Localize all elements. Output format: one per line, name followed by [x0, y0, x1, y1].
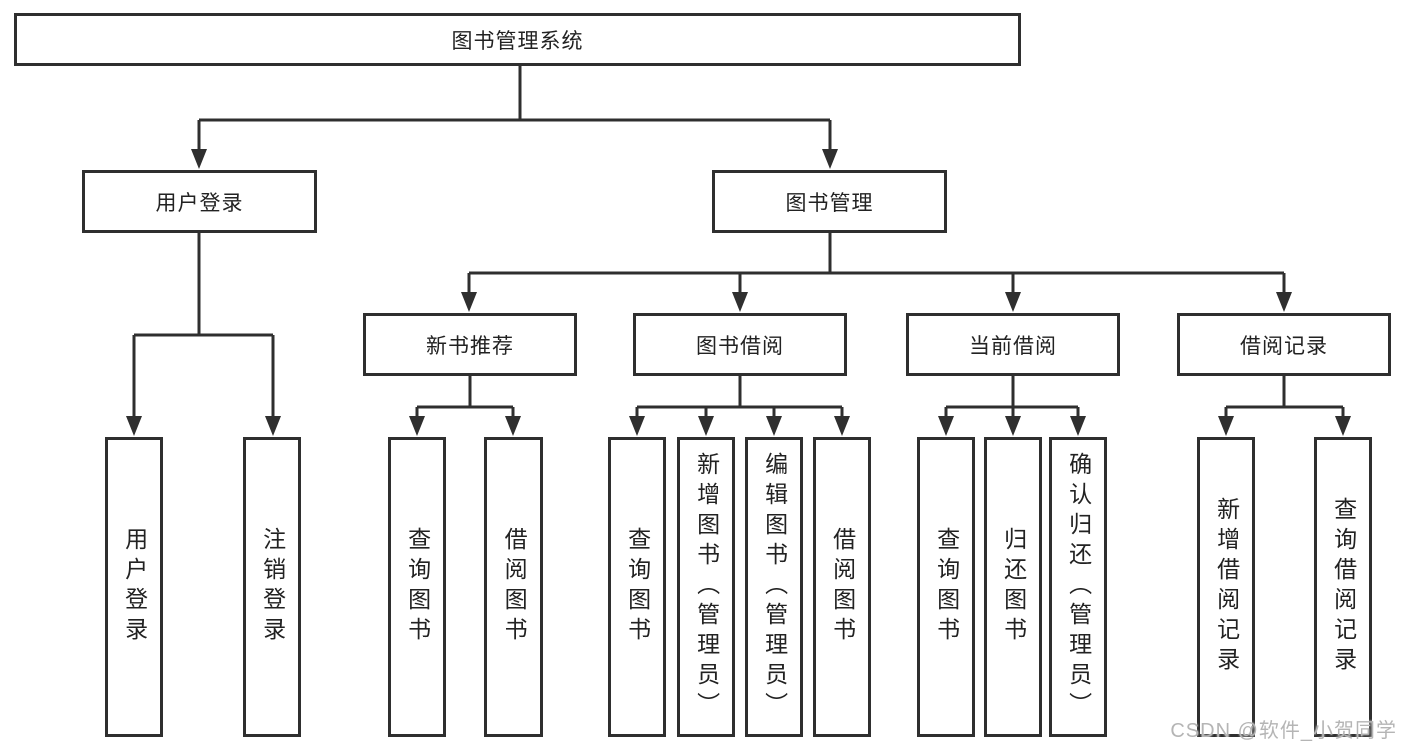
- leaf-query-books-recommend: 查询图书: [388, 437, 446, 737]
- connector-path: [132, 66, 1345, 418]
- node-borrowing-records: 借阅记录: [1177, 313, 1391, 376]
- node-new-book-recommendation: 新书推荐: [363, 313, 577, 376]
- node-library-management-system: 图书管理系统: [14, 13, 1021, 66]
- node-user-login: 用户登录: [82, 170, 317, 233]
- node-book-management: 图书管理: [712, 170, 947, 233]
- leaf-logout: 注销登录: [243, 437, 301, 737]
- leaf-query-borrow-record: 查询借阅记录: [1314, 437, 1372, 737]
- arrowheads: [126, 149, 1351, 436]
- node-book-borrowing: 图书借阅: [633, 313, 847, 376]
- leaf-query-books-borrowing: 查询图书: [608, 437, 666, 737]
- leaf-confirm-return-admin: 确认归还（管理员）: [1049, 437, 1107, 737]
- leaf-add-books-admin: 新增图书（管理员）: [677, 437, 735, 737]
- leaf-add-borrow-record: 新增借阅记录: [1197, 437, 1255, 737]
- csdn-watermark: CSDN @软件_小贺同学: [1170, 720, 1397, 742]
- leaf-query-books-current: 查询图书: [917, 437, 975, 737]
- leaf-borrow-books-recommend: 借阅图书: [484, 437, 543, 737]
- leaf-user-login: 用户登录: [105, 437, 163, 737]
- node-current-borrowing: 当前借阅: [906, 313, 1120, 376]
- leaf-return-books: 归还图书: [984, 437, 1042, 737]
- leaf-edit-books-admin: 编辑图书（管理员）: [745, 437, 803, 737]
- leaf-borrow-books: 借阅图书: [813, 437, 871, 737]
